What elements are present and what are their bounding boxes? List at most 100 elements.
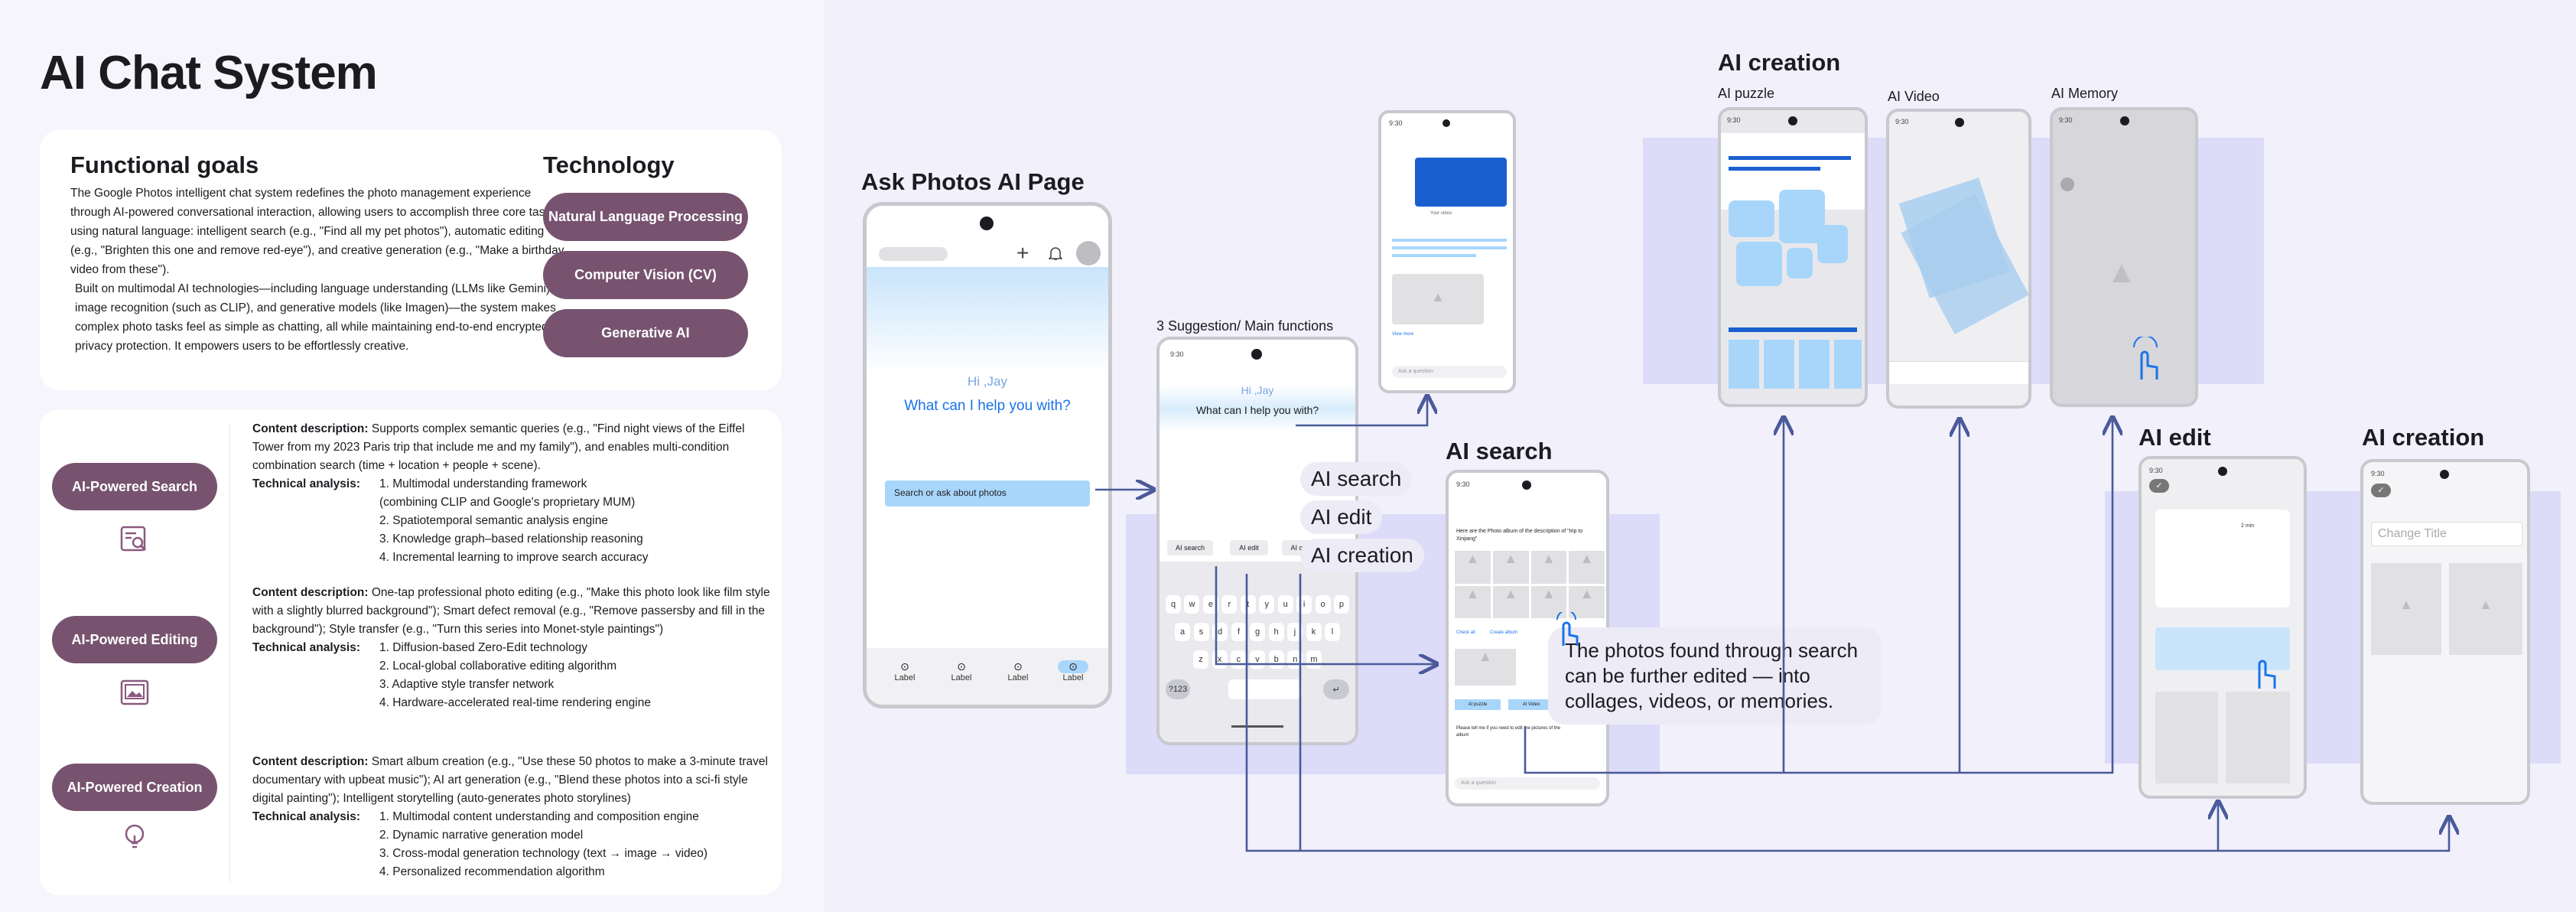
nav-item[interactable]: ⊙Label	[946, 660, 977, 682]
suggestion-title: 3 Suggestion/ Main functions	[1156, 318, 1334, 334]
title-input[interactable]: Change Title	[2371, 522, 2522, 546]
grid-photo[interactable]: ▲	[1492, 551, 1529, 584]
camera-dot	[1955, 118, 1964, 127]
text-line	[1392, 254, 1476, 257]
text-line	[1729, 167, 1820, 171]
pill-ai-edit[interactable]: AI edit	[1300, 500, 1383, 534]
chip-ai-search[interactable]: AI search	[1167, 540, 1213, 555]
key[interactable]: p	[1333, 595, 1349, 614]
key[interactable]: n	[1287, 650, 1303, 669]
key[interactable]: l	[1325, 623, 1340, 641]
text-line	[1392, 239, 1507, 242]
key[interactable]: v	[1249, 650, 1265, 669]
content-label: Content description:	[252, 755, 369, 768]
status-time: 9:30	[1727, 116, 1741, 124]
search-input[interactable]: Search or ask about photos	[885, 480, 1090, 506]
key[interactable]: f	[1231, 623, 1247, 641]
grid-photo[interactable]: ▲	[1455, 585, 1491, 618]
ask-input[interactable]: Ask a question	[1392, 366, 1507, 378]
keyboard-row-1: q w e r t y u i o p	[1166, 595, 1349, 614]
key[interactable]: d	[1212, 623, 1228, 641]
ask-input[interactable]: Ask a question	[1455, 777, 1600, 790]
grid-photo[interactable]: ▲	[1455, 551, 1491, 584]
puzzle-tile[interactable]	[1787, 248, 1813, 278]
key[interactable]: m	[1306, 650, 1322, 669]
timeline[interactable]	[1889, 361, 2028, 384]
photo-placeholder[interactable]: ▲	[2449, 563, 2522, 655]
key[interactable]: h	[1268, 623, 1284, 641]
pill-ai-search[interactable]: AI search	[1300, 462, 1413, 496]
view-more-link[interactable]: View more	[1392, 332, 1414, 337]
key[interactable]: u	[1277, 595, 1293, 614]
thumb[interactable]	[1799, 340, 1830, 389]
key[interactable]: i	[1296, 595, 1312, 614]
symbols-key[interactable]: ?123	[1166, 679, 1190, 699]
puzzle-tile[interactable]	[1736, 242, 1782, 286]
photo-placeholder[interactable]	[2155, 692, 2218, 783]
space-key[interactable]	[1228, 679, 1302, 699]
key[interactable]: q	[1166, 595, 1181, 614]
grid-photo[interactable]: ▲	[1530, 551, 1567, 584]
text-line	[1729, 156, 1851, 160]
tech-cv-button[interactable]: Computer Vision (CV)	[543, 251, 748, 299]
nav-item[interactable]: ⊙Label	[890, 660, 920, 682]
enter-key[interactable]: ↵	[1323, 679, 1349, 699]
key[interactable]: k	[1306, 623, 1322, 641]
photo-placeholder[interactable]: ▲	[2371, 563, 2441, 655]
nav-label: Label	[1007, 673, 1029, 682]
tech-item: 1. Multimodal understanding framework	[379, 477, 587, 490]
tech-nlp-button[interactable]: Natural Language Processing	[543, 193, 748, 241]
key[interactable]: o	[1315, 595, 1331, 614]
chip-ai-video[interactable]: AI Video	[1508, 699, 1554, 710]
thumb[interactable]	[1764, 340, 1794, 389]
bell-icon[interactable]	[1049, 246, 1062, 261]
nav-item-active[interactable]: ⊙Label	[1058, 660, 1088, 682]
photo-placeholder[interactable]	[2226, 692, 2290, 783]
tech-item: 4. Incremental learning to improve searc…	[379, 551, 649, 564]
tech-item: 1. Diffusion-based Zero-Edit technology	[379, 641, 587, 654]
grid-photo[interactable]: ▲	[1569, 551, 1605, 584]
check-icon[interactable]: ✓	[2371, 484, 2391, 497]
camera-dot	[980, 217, 994, 230]
map-view[interactable]	[2155, 510, 2290, 607]
key[interactable]: s	[1193, 623, 1209, 641]
video-thumbnail[interactable]	[1415, 158, 1507, 207]
add-icon[interactable]: +	[1016, 241, 1029, 265]
check-icon[interactable]: ✓	[2149, 479, 2169, 493]
pill-ai-creation[interactable]: AI creation	[1300, 539, 1424, 572]
close-icon[interactable]	[2060, 178, 2074, 191]
key[interactable]: a	[1175, 623, 1190, 641]
key[interactable]: y	[1259, 595, 1275, 614]
key[interactable]: x	[1212, 650, 1228, 669]
key[interactable]: j	[1287, 623, 1303, 641]
features-divider	[229, 423, 230, 882]
puzzle-tile[interactable]	[1817, 225, 1848, 263]
chip-ai-edit[interactable]: AI edit	[1230, 540, 1268, 555]
thumb[interactable]	[1834, 340, 1862, 389]
chip-ai-puzzle[interactable]: AI puzzle	[1455, 699, 1501, 710]
goals-title: Functional goals	[70, 151, 259, 178]
feature-editing-button[interactable]: AI-Powered Editing	[52, 616, 217, 663]
key[interactable]: e	[1202, 595, 1218, 614]
status-time: 9:30	[1456, 480, 1470, 488]
grid-photo[interactable]: ▲	[1492, 585, 1529, 618]
features-card: AI-Powered Search Content description: S…	[40, 409, 782, 895]
tech-genai-button[interactable]: Generative AI	[543, 309, 748, 357]
camera-dot	[2120, 116, 2129, 125]
key[interactable]: t	[1240, 595, 1256, 614]
thumb[interactable]	[1729, 340, 1759, 389]
key[interactable]: w	[1184, 595, 1200, 614]
avatar[interactable]	[1076, 241, 1101, 265]
key[interactable]: b	[1268, 650, 1284, 669]
question-text: What can I help you with?	[1195, 404, 1319, 416]
feature-creation-button[interactable]: AI-Powered Creation	[52, 764, 217, 811]
puzzle-tile[interactable]	[1729, 200, 1774, 237]
key[interactable]: z	[1193, 650, 1208, 669]
key[interactable]: g	[1250, 623, 1265, 641]
key[interactable]: r	[1221, 595, 1238, 614]
nav-item[interactable]: ⊙Label	[1003, 660, 1033, 682]
check-all-button[interactable]: Check all	[1456, 630, 1475, 635]
create-album-button[interactable]: Create album	[1490, 630, 1518, 635]
key[interactable]: c	[1231, 650, 1247, 669]
feature-search-button[interactable]: AI-Powered Search	[52, 463, 217, 510]
